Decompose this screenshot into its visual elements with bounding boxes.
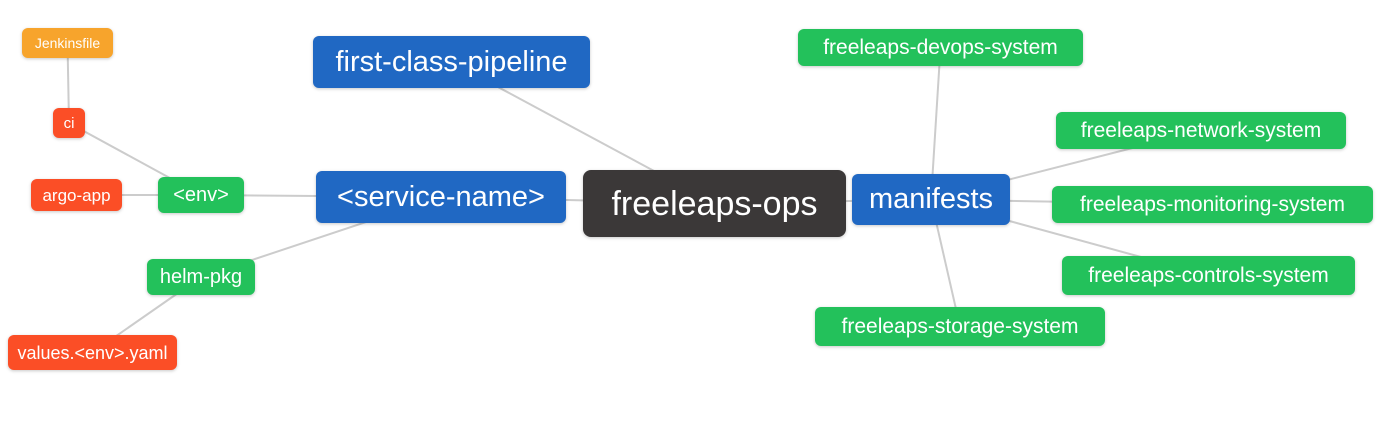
node-monitoring-system[interactable]: freeleaps-monitoring-system <box>1052 186 1373 223</box>
node-label-freeleaps-ops: freeleaps-ops <box>611 184 818 223</box>
node-helm-pkg[interactable]: helm-pkg <box>147 259 255 295</box>
node-label-env: <env> <box>173 184 229 206</box>
node-label-values-env-yaml: values.<env>.yaml <box>17 342 168 363</box>
node-manifests[interactable]: manifests <box>852 174 1010 225</box>
node-env[interactable]: <env> <box>158 177 244 213</box>
node-controls-system[interactable]: freeleaps-controls-system <box>1062 256 1355 295</box>
node-values-env-yaml[interactable]: values.<env>.yaml <box>8 335 177 370</box>
node-freeleaps-ops[interactable]: freeleaps-ops <box>583 170 846 237</box>
node-label-storage-system: freeleaps-storage-system <box>841 315 1079 338</box>
node-label-monitoring-system: freeleaps-monitoring-system <box>1080 193 1345 216</box>
node-network-system[interactable]: freeleaps-network-system <box>1056 112 1346 149</box>
node-label-devops-system: freeleaps-devops-system <box>823 36 1058 59</box>
node-label-helm-pkg: helm-pkg <box>159 266 243 288</box>
node-label-manifests: manifests <box>868 183 994 215</box>
node-ci[interactable]: ci <box>53 108 85 138</box>
node-argo-app[interactable]: argo-app <box>31 179 122 211</box>
node-label-jenkinsfile: Jenkinsfile <box>34 35 101 51</box>
node-label-network-system: freeleaps-network-system <box>1080 119 1322 142</box>
node-first-class-pipeline[interactable]: first-class-pipeline <box>313 36 590 88</box>
node-service-name[interactable]: <service-name> <box>316 171 566 223</box>
node-label-ci: ci <box>63 114 75 132</box>
node-jenkinsfile[interactable]: Jenkinsfile <box>22 28 113 58</box>
node-label-controls-system: freeleaps-controls-system <box>1088 264 1329 287</box>
node-label-service-name: <service-name> <box>337 180 545 213</box>
node-storage-system[interactable]: freeleaps-storage-system <box>815 307 1105 346</box>
node-label-first-class-pipeline: first-class-pipeline <box>335 45 568 78</box>
node-label-argo-app: argo-app <box>42 185 111 205</box>
node-devops-system[interactable]: freeleaps-devops-system <box>798 29 1083 66</box>
